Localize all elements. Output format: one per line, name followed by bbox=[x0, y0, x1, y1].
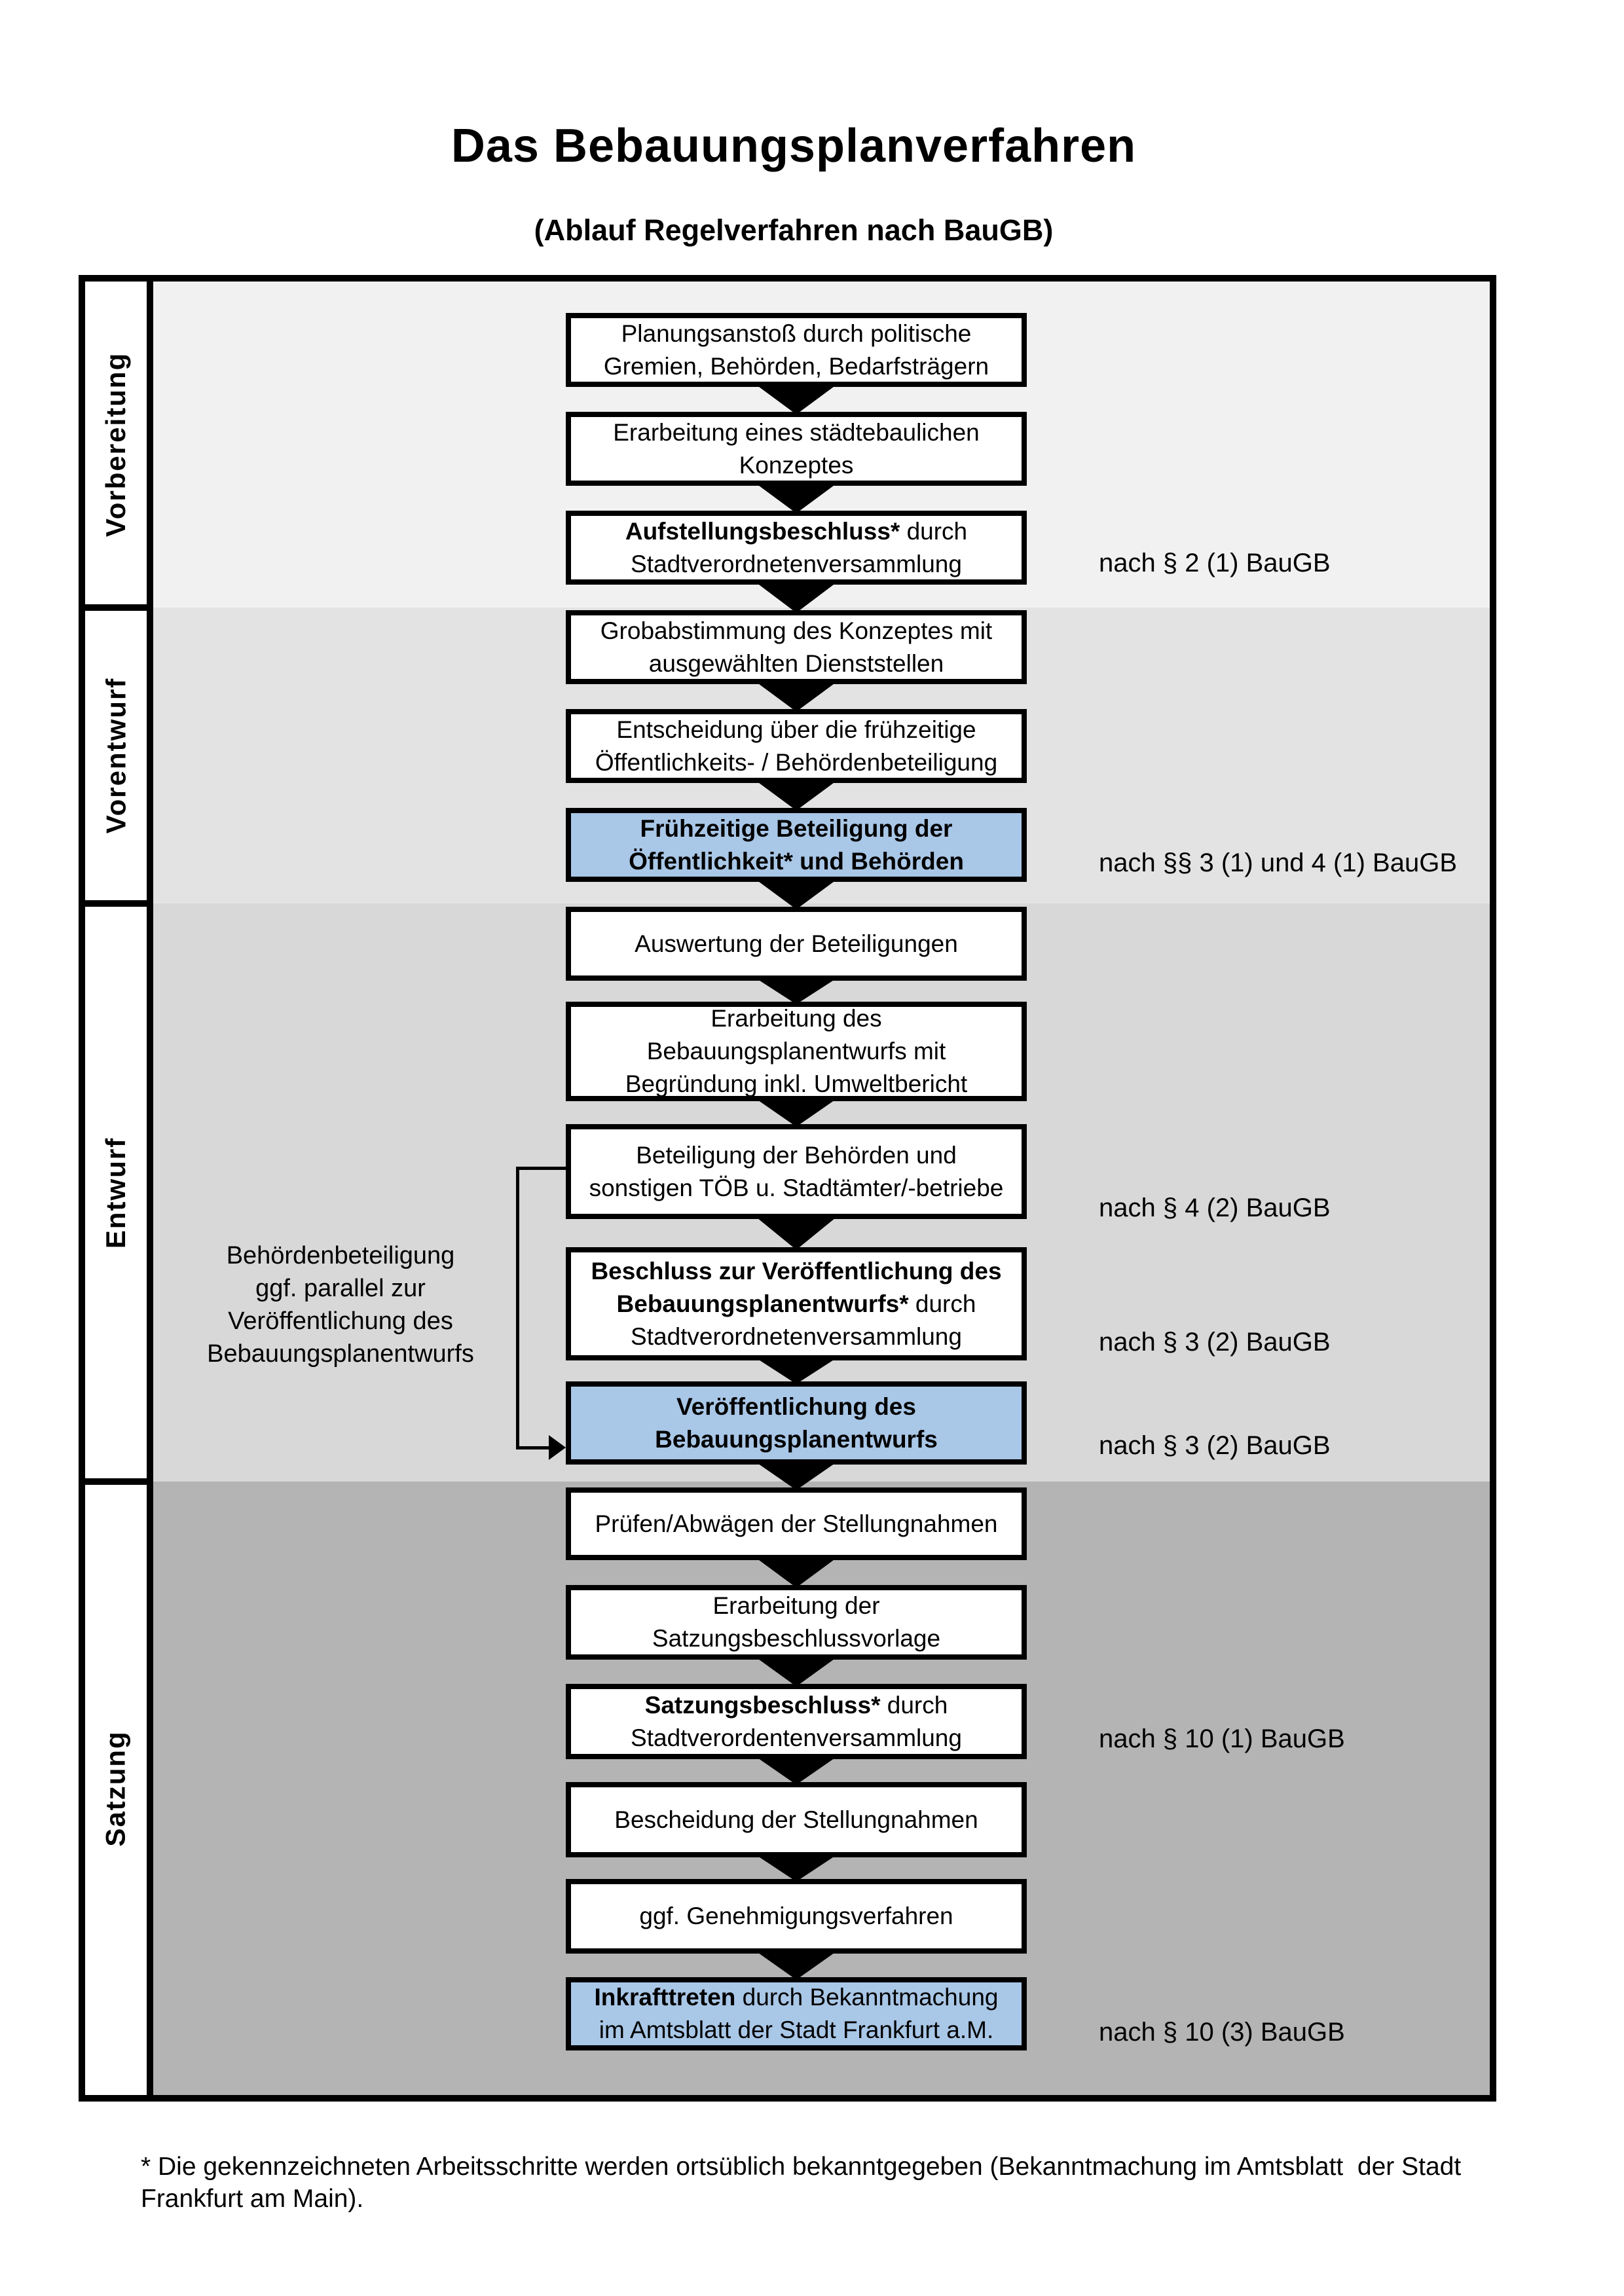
flow-box-erarbeitung-satzung: Erarbeitung der Satzungsbeschlussvorlage bbox=[566, 1585, 1027, 1660]
flow-box-satzungsbeschluss: Satzungsbeschluss* durch Stadtverordente… bbox=[566, 1684, 1027, 1759]
legal-ref-veroeffentlichung: nach § 3 (2) BauGB bbox=[1099, 1431, 1331, 1460]
side-note-behoerdenbeteiligung: Behördenbeteiligung ggf. parallel zur Ve… bbox=[207, 1242, 474, 1368]
parallel-connector-bottom bbox=[516, 1446, 550, 1449]
flow-box-veroeffentlichung: Veröffentlichung des Bebauungsplanentwur… bbox=[566, 1381, 1027, 1465]
flow-box-fruehzeitige-beteiligung: Frühzeitige Beteiligung der Öffentlichke… bbox=[566, 808, 1027, 882]
page-subtitle: (Ablauf Regelverfahren nach BauGB) bbox=[534, 213, 1054, 247]
legal-ref-inkrafttreten: nach § 10 (3) BauGB bbox=[1099, 2018, 1345, 2047]
flow-arrow-down bbox=[754, 383, 839, 414]
phase-label-column bbox=[85, 282, 147, 2095]
legal-ref-satzungsbeschluss: nach § 10 (1) BauGB bbox=[1099, 1724, 1345, 1753]
phase-divider bbox=[85, 604, 153, 611]
flow-box-auswertung: Auswertung der Beteiligungen bbox=[566, 907, 1027, 981]
legal-ref-beteiligung: nach § 4 (2) BauGB bbox=[1099, 1194, 1331, 1222]
label-column-divider bbox=[147, 282, 153, 2095]
flow-box-planungsanstoss: Planungsanstoß durch politische Gremien,… bbox=[566, 313, 1027, 387]
flow-arrow-down bbox=[754, 878, 839, 909]
flow-arrow-down bbox=[754, 1461, 839, 1490]
flow-arrow-down bbox=[754, 1556, 839, 1588]
flow-box-inkrafttreten: Inkrafttreten durch Bekanntmachung im Am… bbox=[566, 1977, 1027, 2050]
flow-arrow-down bbox=[754, 977, 839, 1004]
flow-box-pruefen: Prüfen/Abwägen der Stellungnahmen bbox=[566, 1487, 1027, 1560]
flow-arrow-down bbox=[754, 779, 839, 811]
flow-arrow-down bbox=[754, 1950, 839, 1980]
flow-box-konzept: Erarbeitung eines städtebaulichen Konzep… bbox=[566, 412, 1027, 486]
flow-box-beteiligung-behoerden: Beteiligung der Behörden und sonstigen T… bbox=[566, 1124, 1027, 1219]
flow-arrow-down bbox=[754, 581, 839, 613]
flow-arrow-down bbox=[754, 1215, 839, 1250]
flow-arrow-down bbox=[754, 1755, 839, 1785]
flow-arrow-down bbox=[754, 680, 839, 712]
legal-ref-aufstellung: nach § 2 (1) BauGB bbox=[1099, 549, 1331, 577]
flowchart-frame bbox=[79, 275, 1496, 2102]
parallel-connector-arrowhead bbox=[549, 1435, 566, 1460]
legal-ref-fruehzeitig: nach §§ 3 (1) und 4 (1) BauGB bbox=[1099, 848, 1457, 877]
legal-ref-beschluss: nach § 3 (2) BauGB bbox=[1099, 1328, 1331, 1357]
flow-arrow-down bbox=[754, 1097, 839, 1127]
footnote: * Die gekennzeichneten Arbeitsschritte w… bbox=[141, 2153, 1462, 2213]
flow-box-erarbeitung-entwurf: Erarbeitung des Bebauungsplanentwurfs mi… bbox=[566, 1002, 1027, 1101]
phase-divider bbox=[85, 1478, 153, 1485]
flow-arrow-down bbox=[754, 1853, 839, 1882]
flow-arrow-down bbox=[754, 1357, 839, 1384]
flow-box-genehmigung: ggf. Genehmigungsverfahren bbox=[566, 1879, 1027, 1954]
flow-box-beschluss-veroeffentlichung: Beschluss zur Veröffentlichung des Bebau… bbox=[566, 1247, 1027, 1360]
flow-box-bescheidung: Bescheidung der Stellungnahmen bbox=[566, 1782, 1027, 1857]
phase-divider bbox=[85, 900, 153, 907]
flow-box-entscheidung: Entscheidung über die frühzeitige Öffent… bbox=[566, 709, 1027, 783]
parallel-connector-top bbox=[516, 1167, 567, 1170]
flow-box-aufstellungsbeschluss: Aufstellungsbeschluss* durch Stadtverord… bbox=[566, 511, 1027, 585]
flow-box-grobabstimmung: Grobabstimmung des Konzeptes mit ausgewä… bbox=[566, 610, 1027, 684]
page-title: Das Bebauungsplanverfahren bbox=[451, 120, 1137, 172]
parallel-connector-vertical bbox=[516, 1167, 519, 1449]
flow-arrow-down bbox=[754, 1656, 839, 1686]
flow-arrow-down bbox=[754, 482, 839, 513]
